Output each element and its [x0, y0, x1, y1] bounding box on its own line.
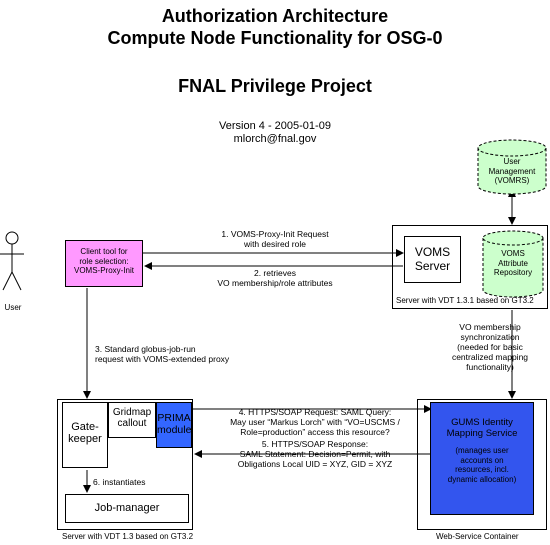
title-line2: Compute Node Functionality for OSG-0: [107, 28, 443, 48]
voms-container-label: Server with VDT 1.3.1 based on GT3.2: [396, 296, 534, 305]
repo-line2: Attribute: [498, 258, 528, 268]
m3-line1: 3. Standard globus-job-run: [95, 344, 196, 354]
gums-desc2: accounts on: [460, 455, 504, 465]
client-tool-box: Client tool for role selection: VOMS-Pro…: [65, 240, 143, 287]
m5-line1: 5. HTTPS/SOAP Response:: [261, 439, 369, 449]
gatekeeper-box: Gate- keeper: [62, 402, 108, 468]
client-tool-line3: VOMS-Proxy-Init: [73, 266, 134, 275]
email-text: mlorch@fnal.gov: [233, 133, 317, 145]
vomrs-line3: (VOMRS): [494, 176, 530, 185]
gums-line2: Mapping Service: [446, 428, 518, 439]
client-tool-line2: role selection:: [79, 256, 129, 266]
prima-module-box: PRIMA module: [156, 402, 192, 448]
user-label: User: [4, 303, 22, 312]
gridmap-line1: Gridmap: [112, 407, 152, 418]
m1-line1: 1. VOMS-Proxy-Init Request: [221, 229, 329, 239]
gums-container: [417, 399, 547, 530]
message-1: 1. VOMS-Proxy-Init Request with desired …: [175, 229, 375, 249]
gatekeeper-line1: Gate-: [71, 421, 99, 433]
message-5: 5. HTTPS/SOAP Response: SAML Statement: …: [200, 439, 430, 469]
job-manager-label: Job-manager: [94, 502, 160, 514]
gums-desc3: resources, incl.: [455, 465, 509, 474]
prima-line1: PRIMA: [157, 412, 191, 424]
job-manager-box: Job-manager: [65, 494, 189, 523]
gatekeeper-line2: keeper: [68, 433, 102, 445]
compute-node-container: [57, 399, 193, 530]
m5-line3: Obligations Local UID = XYZ, GID = XYZ: [237, 459, 393, 469]
voms-server-line1: VOMS: [414, 245, 451, 259]
repo-line3: Repository: [493, 268, 533, 277]
version-text: Version 4 - 2005-01-09: [219, 120, 331, 132]
m3-line2: request with VOMS-extended proxy: [95, 354, 230, 364]
sync-line5: functionality): [466, 362, 514, 372]
repo-line1: VOMS: [501, 249, 525, 258]
voms-server-line2: Server: [414, 259, 451, 273]
gums-container-label: Web-Service Container: [436, 532, 519, 541]
m4-line3: Role=production” access this resource?: [240, 427, 390, 437]
sync-text: VO membership synchronization (needed fo…: [435, 322, 545, 372]
m2-line1: 2. retrieves: [253, 268, 297, 278]
message-3: 3. Standard globus-job-run request with …: [95, 344, 275, 364]
gums-line1: GUMS Identity: [451, 417, 513, 428]
sync-line3: (needed for basic: [457, 342, 523, 352]
prima-line2: module: [157, 424, 192, 436]
m4-line1: 4. HTTPS/SOAP Request: SAML Query:: [238, 407, 392, 417]
sync-line1: VO membership: [459, 322, 521, 332]
attribute-repository-shape: [482, 230, 544, 298]
voms-server-box: VOMS Server: [404, 236, 461, 283]
gridmap-line2: callout: [117, 418, 147, 429]
m4-line2: May user “Markus Lorch” with “VO=USCMS /: [230, 417, 400, 427]
voms-server-container: [392, 225, 548, 309]
instantiates-label: 6. instantiates: [93, 477, 146, 487]
vomrs-label: User Management (VOMRS): [479, 157, 545, 186]
vomrs-line1: User: [503, 157, 521, 166]
sync-line4: centralized mapping: [451, 352, 529, 362]
m1-line2: with desired role: [244, 239, 306, 249]
vomrs-line2: Management: [488, 166, 536, 176]
vomrs-database-shape: [477, 139, 547, 195]
gums-box: GUMS Identity Mapping Service (manages u…: [430, 402, 534, 515]
gridmap-box: Gridmap callout: [108, 402, 156, 438]
title-line1: Authorization Architecture: [161, 6, 389, 26]
client-tool-line1: Client tool for: [80, 247, 128, 256]
compute-container-label: Server with VDT 1.3 based on GT3.2: [62, 532, 194, 541]
project-title: FNAL Privilege Project: [178, 76, 372, 96]
m5-line2: SAML Statement: Decision=Permit, with: [239, 449, 391, 459]
gums-desc4: dynamic allocation): [447, 474, 517, 484]
message-2: 2. retrieves VO membership/role attribut…: [175, 268, 375, 288]
m2-line2: VO membership/role attributes: [217, 278, 333, 288]
message-4: 4. HTTPS/SOAP Request: SAML Query: May u…: [200, 407, 430, 437]
sync-line2: synchronization: [460, 332, 520, 342]
repo-label: VOMS Attribute Repository: [484, 249, 542, 278]
user-figure: [0, 231, 24, 291]
gums-desc1: (manages user: [455, 446, 509, 455]
